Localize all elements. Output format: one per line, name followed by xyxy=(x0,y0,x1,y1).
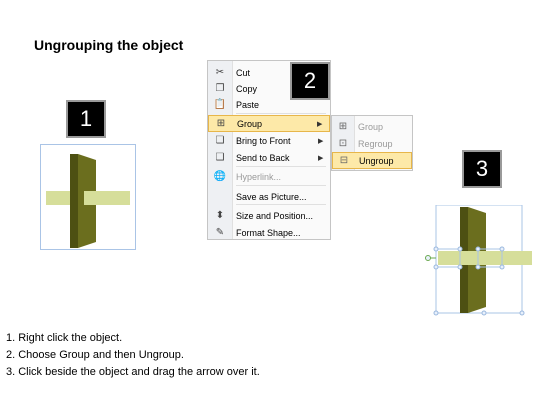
menu-item-label: Size and Position... xyxy=(236,210,314,221)
submenu-item-ungroup[interactable]: ⊟ Ungroup xyxy=(332,152,412,169)
menu-item-label: Group xyxy=(237,118,263,129)
object-1-group[interactable] xyxy=(40,140,136,252)
menu-item-label: Format Shape... xyxy=(236,227,301,238)
group-icon: ⊞ xyxy=(216,118,226,129)
menu-item-label: Paste xyxy=(236,99,260,110)
menu-separator xyxy=(236,113,326,114)
submenu-item-label: Ungroup xyxy=(359,155,394,166)
step-1-text: 1. Right click the object. xyxy=(6,332,123,344)
menu-separator xyxy=(236,185,326,186)
submenu-arrow-icon: ▶ xyxy=(317,120,323,128)
menu-item-save-as-picture[interactable]: Save as Picture... xyxy=(208,188,330,205)
step-2-text: 2. Choose Group and then Ungroup. xyxy=(6,349,184,361)
menu-separator xyxy=(236,204,326,205)
menu-item-bring-to-front[interactable]: ❏ Bring to Front ▶ xyxy=(208,132,330,149)
submenu-arrow-icon: ▶ xyxy=(318,154,324,162)
step-badge-1: 1 xyxy=(66,100,106,138)
context-menu: ✂ Cut ❐ Copy 📋 Paste ⊞ Group ▶ ❏ Bring to Front ▶ ❑ S… xyxy=(207,60,331,240)
menu-item-group[interactable]: ⊞ Group ▶ xyxy=(208,115,330,132)
menu-item-label: Bring to Front xyxy=(236,135,291,146)
menu-item-paste[interactable]: 📋 Paste xyxy=(208,96,330,113)
menu-separator xyxy=(236,166,326,167)
group-icon: ⊞ xyxy=(338,121,348,132)
menu-item-label: Hyperlink... xyxy=(236,171,282,182)
menu-icon-gutter xyxy=(208,61,233,239)
paste-icon: 📋 xyxy=(213,99,227,110)
bring-to-front-icon: ❏ xyxy=(215,135,225,146)
step-badge-2: 2 xyxy=(290,62,330,100)
menu-item-format-shape[interactable]: ✎ Format Shape... xyxy=(208,224,330,241)
menu-item-size-and-position[interactable]: ⬍ Size and Position... xyxy=(208,207,330,224)
menu-item-label: Copy xyxy=(236,83,258,94)
menu-item-hyperlink: 🌐 Hyperlink... xyxy=(208,168,330,185)
submenu-item-label: Regroup xyxy=(358,138,393,149)
hyperlink-icon: 🌐 xyxy=(213,171,227,182)
group-submenu: ⊞ Group ⊡ Regroup ⊟ Ungroup xyxy=(331,115,413,171)
object-3-ungrouped[interactable] xyxy=(422,205,534,317)
menu-item-copy[interactable]: ❐ Copy xyxy=(208,80,330,97)
regroup-icon: ⊡ xyxy=(338,138,348,149)
submenu-item-label: Group xyxy=(358,121,384,132)
copy-icon: ❐ xyxy=(215,83,225,94)
submenu-arrow-icon: ▶ xyxy=(318,137,324,145)
submenu-item-regroup: ⊡ Regroup xyxy=(332,135,412,152)
object-1-shape[interactable] xyxy=(40,140,140,256)
size-position-icon: ⬍ xyxy=(215,210,225,221)
menu-item-label: Cut xyxy=(236,67,251,78)
format-shape-icon: ✎ xyxy=(215,227,225,238)
ungroup-icon: ⊟ xyxy=(339,155,349,166)
menu-item-label: Send to Back xyxy=(236,152,290,163)
send-to-back-icon: ❑ xyxy=(215,152,225,163)
selection-box xyxy=(40,144,136,250)
page-title: Ungrouping the object xyxy=(34,37,184,53)
object-3-shape[interactable] xyxy=(422,205,534,317)
scissors-icon: ✂ xyxy=(215,67,225,78)
step-3-text: 3. Click beside the object and drag the … xyxy=(6,366,260,378)
menu-item-send-to-back[interactable]: ❑ Send to Back ▶ xyxy=(208,149,330,166)
instruction-steps: 1. Right click the object. 2. Choose Gro… xyxy=(6,330,260,381)
menu-item-label: Save as Picture... xyxy=(236,191,307,202)
step-badge-3: 3 xyxy=(462,150,502,188)
menu-item-cut[interactable]: ✂ Cut xyxy=(208,64,330,81)
submenu-item-group: ⊞ Group xyxy=(332,118,412,135)
